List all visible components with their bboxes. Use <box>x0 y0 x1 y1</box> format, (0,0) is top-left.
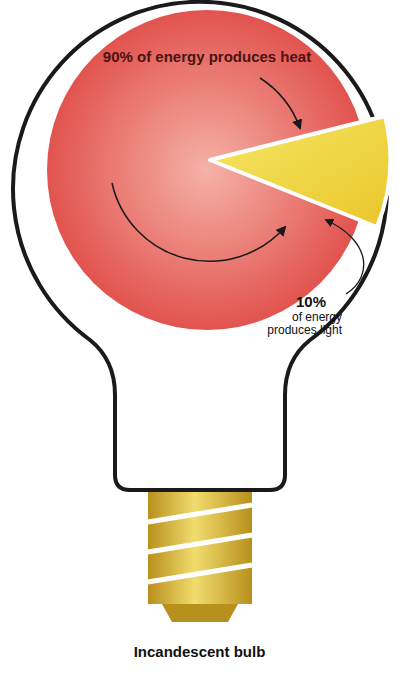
callout-text: of energy produces light <box>262 311 342 337</box>
screw-thread <box>148 535 252 552</box>
heat-pie <box>47 10 367 330</box>
callout-text: 10% <box>296 293 356 310</box>
screw-base <box>148 492 252 604</box>
screw-thread <box>148 565 252 582</box>
figure-caption: Incandescent bulb <box>0 643 399 660</box>
screw-thread <box>148 505 252 522</box>
bulb-outline <box>13 2 387 490</box>
base-tip <box>162 604 238 622</box>
pie-label: 90% of energy produces heat <box>92 48 322 65</box>
